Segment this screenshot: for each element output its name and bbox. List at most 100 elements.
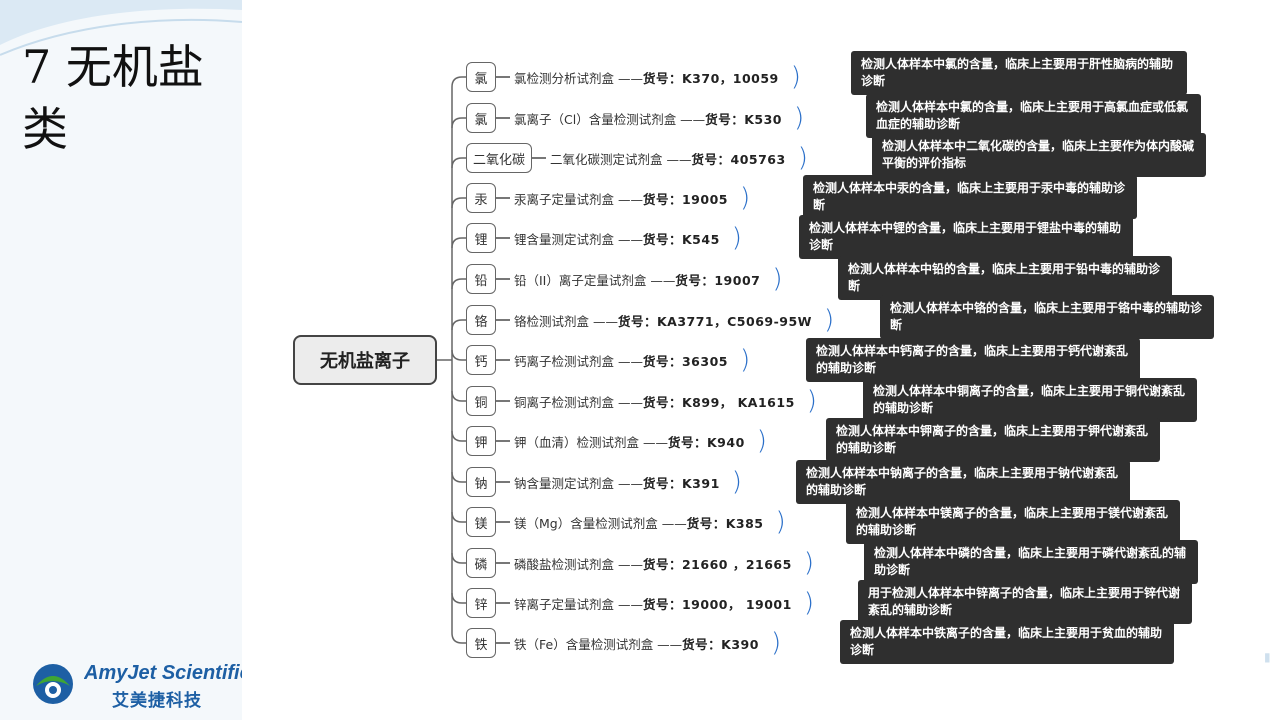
catalog-number: 货号：405763 [691,151,786,167]
clinical-note: 检测人体样本中钙离子的含量，临床上主要用于钙代谢紊乱的辅助诊断 [806,338,1140,382]
kit-name: 磷酸盐检测试剂盒 —— [514,556,643,572]
connector-dash [496,278,510,280]
catalog-number: 货号：36305 [642,353,728,369]
branch-row: 二氧化碳二氧化碳测定试剂盒 —— 货号：405763) [466,143,818,173]
kit-name: 镁（Mg）含量检测试剂盒 —— [514,515,687,531]
branch-row: 汞汞离子定量试剂盒 —— 货号：19005) [466,183,760,213]
kit-name: 二氧化碳测定试剂盒 —— [550,151,692,167]
brace-connector-icon: ) [731,223,742,253]
connector-dash [496,359,510,361]
branch-connector [451,278,466,290]
company-logo: AmyJet Scientific 艾美捷科技 [30,660,242,711]
branch-connector [451,157,466,169]
brace-connector-icon: ) [731,467,742,497]
branch-row: 钾 钾（血清）检测试剂盒 —— 货号：K940) [466,426,777,456]
catalog-number: 货号：K530 [705,111,782,127]
connector-dash [496,602,510,604]
branch-row: 氯 氯离子（Cl）含量检测试剂盒 —— 货号：K530) [466,103,814,133]
clinical-note: 检测人体样本中汞的含量，临床上主要用于汞中毒的辅助诊断 [803,175,1137,219]
brace-connector-icon: ) [739,345,751,375]
branch-connector [451,76,466,88]
catalog-number: 货号：K899， KA1615 [642,394,795,410]
clinical-note: 检测人体样本中铜离子的含量，临床上主要用于铜代谢紊乱的辅助诊断 [863,378,1197,422]
brace-connector-icon: ) [790,62,801,92]
clinical-note: 检测人体样本中氯的含量，临床上主要用于肝性脑病的辅助诊断 [851,51,1187,95]
connector-dash [496,237,510,239]
element-node: 钠 [466,467,496,497]
clinical-note: 检测人体样本中铅的含量，临床上主要用于铅中毒的辅助诊断 [838,256,1172,300]
kit-name: 铁（Fe）含量检测试剂盒 —— [514,636,683,652]
element-node: 锌 [466,588,496,618]
connector-dash [496,440,510,442]
clinical-note: 检测人体样本中铁离子的含量，临床上主要用于贫血的辅助诊断 [840,620,1174,664]
brace-connector-icon: ) [793,103,805,133]
branch-connector [451,592,466,604]
logo-english-name: AmyJet Scientific [84,662,242,684]
branch-row: 铁铁（Fe）含量检测试剂盒 —— 货号：K390) [466,628,791,658]
branch-connector [451,237,466,249]
branch-connector [451,349,466,361]
catalog-number: 货号：19007 [675,272,761,288]
clinical-note: 检测人体样本中镁离子的含量，临床上主要用于镁代谢紊乱的辅助诊断 [846,500,1180,544]
branch-connector [451,319,466,331]
brace-connector-icon: ) [775,507,786,537]
element-node: 铬 [466,305,496,335]
element-node: 钾 [466,426,496,456]
branch-connector [451,117,466,129]
branch-row: 锌 锌离子定量试剂盒 —— 货号：19000， 19001) [466,588,824,618]
branch-connector [451,552,466,564]
brace-connector-icon: ) [806,386,817,416]
element-node: 汞 [466,183,496,213]
connector-dash [496,521,510,523]
catalog-number: 货号：KA3771，C5069-95W [617,313,812,329]
brace-connector-icon: ) [739,183,751,213]
logo-mark-icon [33,664,73,704]
kit-name: 铜离子检测试剂盒 —— [514,394,643,410]
kit-name: 锌离子定量试剂盒 —— [514,596,643,612]
kit-name: 氯离子（Cl）含量检测试剂盒 —— [514,111,706,127]
catalog-number: 货号：19000， 19001 [642,596,792,612]
branch-row: 铬铬检测试剂盒 —— 货号：KA3771，C5069-95W) [466,305,844,335]
element-node: 氯 [466,62,496,92]
root-node: 无机盐离子 [293,335,437,385]
branch-row: 钠 钠含量测定试剂盒 —— 货号：K391) [466,467,752,497]
right-edge-decoration: ▮ [1264,650,1271,664]
clinical-note: 检测人体样本中钾离子的含量，临床上主要用于钾代谢紊乱的辅助诊断 [826,418,1160,462]
logo-chinese-name: 艾美捷科技 [112,691,202,711]
decorative-swoosh [0,0,242,56]
kit-name: 钠含量测定试剂盒 —— [514,475,643,491]
element-node: 磷 [466,548,496,578]
element-node: 锂 [466,223,496,253]
kit-name: 钾（血清）检测试剂盒 —— [514,434,668,450]
catalog-number: 货号：K385 [686,515,764,531]
brace-connector-icon: ) [756,426,767,456]
element-node: 镁 [466,507,496,537]
branch-connector [451,471,466,483]
element-node: 氯 [466,103,496,133]
catalog-number: 货号：21660 ，21665 [642,556,792,572]
connector-dash [532,157,547,159]
catalog-number: 货号：K390 [682,636,759,652]
brace-connector-icon: ) [803,588,814,618]
element-node: 铁 [466,628,496,658]
clinical-note: 检测人体样本中磷的含量，临床上主要用于磷代谢紊乱的辅助诊断 [864,540,1198,584]
branch-row: 磷磷酸盐检测试剂盒 —— 货号：21660 ，21665) [466,548,824,578]
element-node: 铅 [466,264,496,294]
connector-dash [496,197,510,199]
catalog-number: 货号：K940 [667,434,745,450]
branch-row: 镁 镁（Mg）含量检测试剂盒 —— 货号：K385) [466,507,796,537]
kit-name: 铅（II）离子定量试剂盒 —— [514,272,676,288]
catalog-number: 货号：19005 [642,191,728,207]
branch-row: 铅铅（II）离子定量试剂盒 —— 货号：19007) [466,264,793,294]
catalog-number: 货号：K391 [642,475,720,491]
left-panel: 7 无机盐类 AmyJet Scientific 艾美捷科技 [0,0,242,720]
connector-dash [496,481,510,483]
connector-dash [496,562,510,564]
connector-dash [496,319,510,321]
branch-connector [451,430,466,442]
kit-name: 锂含量测定试剂盒 —— [514,231,643,247]
brace-connector-icon: ) [823,305,835,335]
connector-dash [496,76,510,78]
connector-dash [496,642,510,644]
